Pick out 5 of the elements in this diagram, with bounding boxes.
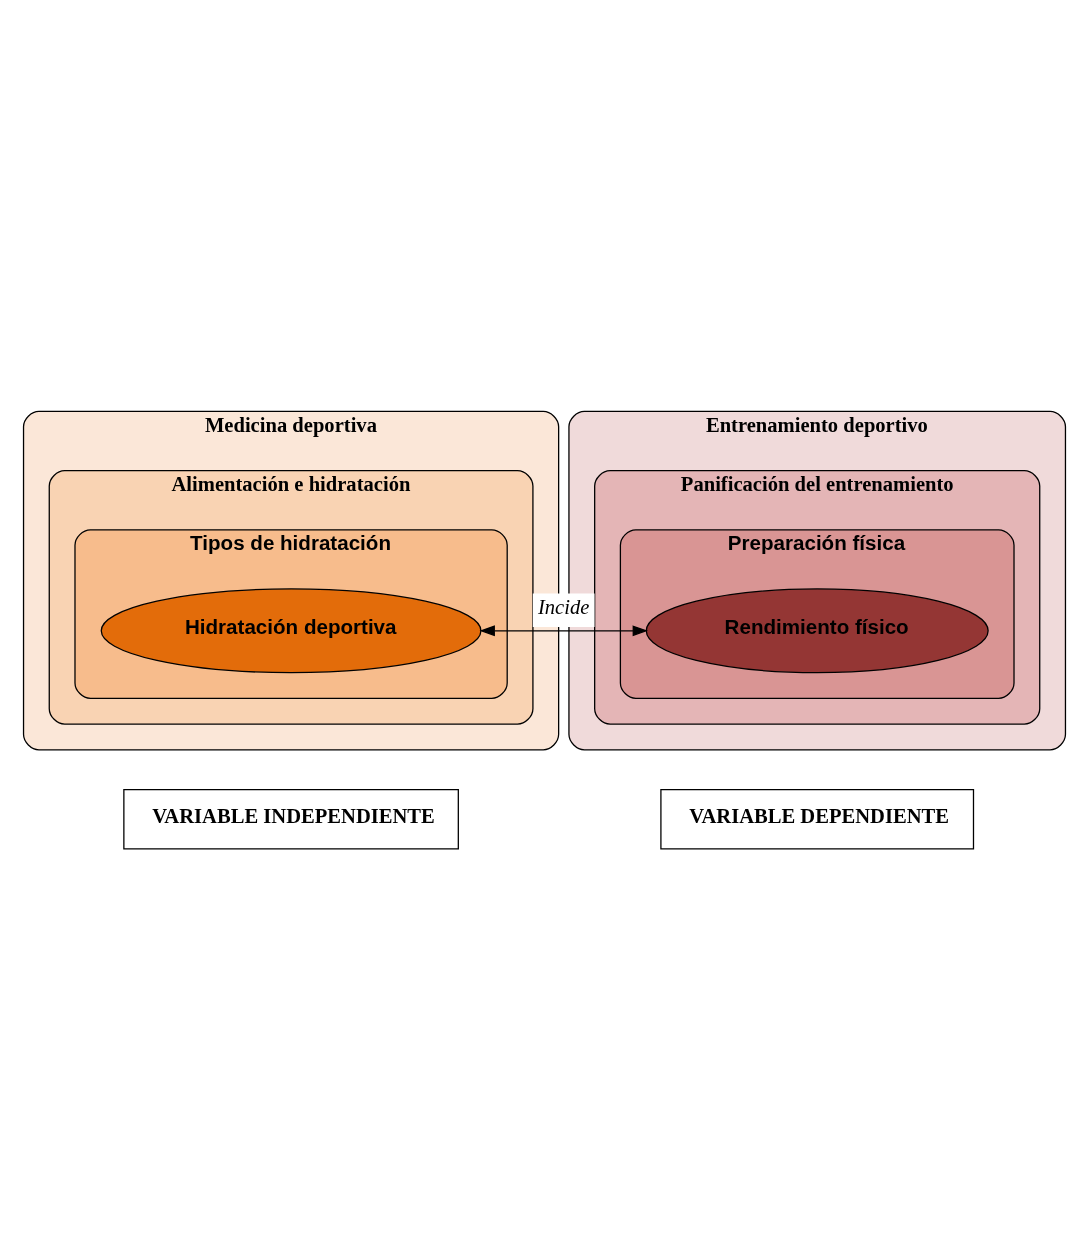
node-ellipse: Hidratación deportiva (100, 587, 482, 673)
node-box: VARIABLE DEPENDIENTE (660, 788, 975, 849)
node-box: VARIABLE INDEPENDIENTE (123, 788, 459, 849)
arrow (479, 624, 649, 636)
node-ellipse: Rendimiento físico (645, 587, 989, 673)
